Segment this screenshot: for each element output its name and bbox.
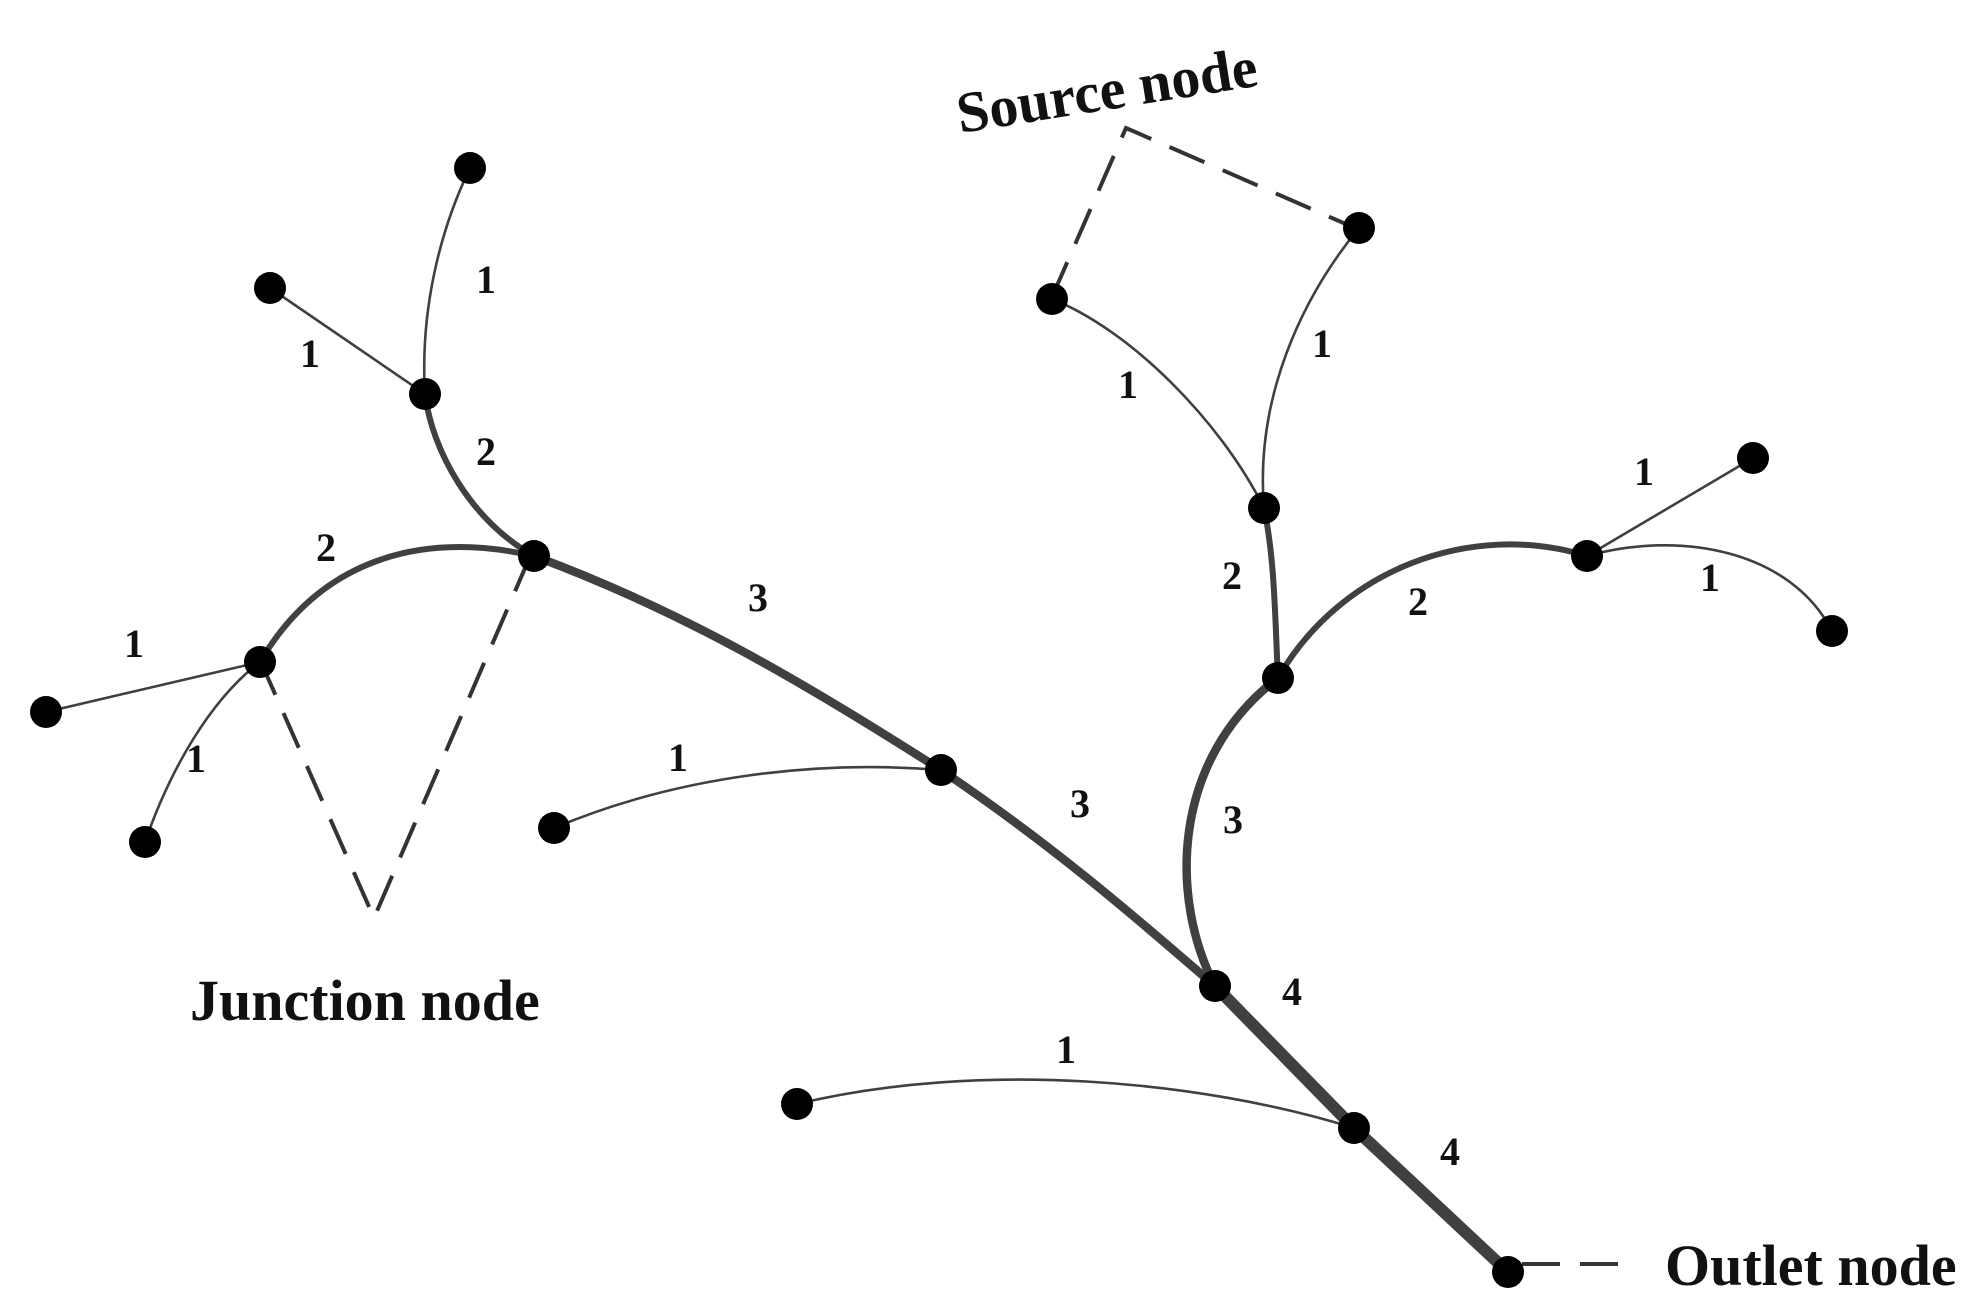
order-label: 1 bbox=[476, 257, 496, 302]
junction-node bbox=[518, 540, 550, 572]
junction-node bbox=[244, 646, 276, 678]
order-label: 1 bbox=[1634, 449, 1654, 494]
stream-segment-order-3 bbox=[936, 765, 1220, 991]
stream-segment-order-1 bbox=[268, 286, 427, 396]
source-node bbox=[1816, 615, 1848, 647]
stream-segments bbox=[44, 166, 1834, 1278]
source-leader bbox=[1050, 125, 1356, 298]
order-label: 3 bbox=[1223, 797, 1243, 842]
source-node bbox=[129, 826, 161, 858]
order-label: 3 bbox=[748, 575, 768, 620]
order-labels: 1 1 2 1 1 2 3 1 3 1 1 2 1 1 2 3 4 1 4 bbox=[124, 257, 1720, 1174]
stream-segment-order-1 bbox=[1050, 297, 1266, 510]
source-node bbox=[1737, 442, 1769, 474]
stream-segment-order-3 bbox=[529, 551, 946, 775]
source-node bbox=[254, 272, 286, 304]
junction-node bbox=[1338, 1112, 1370, 1144]
stream-segment-order-2 bbox=[422, 391, 537, 559]
order-label: 1 bbox=[186, 736, 206, 781]
order-label: 1 bbox=[1700, 555, 1720, 600]
order-label: 4 bbox=[1440, 1129, 1460, 1174]
stream-segment-order-1 bbox=[1585, 544, 1834, 633]
order-label: 1 bbox=[1312, 321, 1332, 366]
stream-segment-order-4 bbox=[1348, 1122, 1514, 1278]
order-label: 2 bbox=[316, 525, 336, 570]
junction-node bbox=[1571, 540, 1603, 572]
order-label: 1 bbox=[668, 735, 688, 780]
stream-segment-order-4 bbox=[1209, 980, 1360, 1134]
outlet-node-label: Outlet node bbox=[1665, 1233, 1957, 1298]
source-node-label: Source node bbox=[952, 34, 1262, 146]
order-label: 2 bbox=[476, 429, 496, 474]
stream-nodes bbox=[30, 152, 1848, 1288]
junction-node bbox=[409, 378, 441, 410]
stream-segment-order-2 bbox=[1261, 505, 1281, 681]
junction-node bbox=[1343, 212, 1375, 244]
callout-labels: Source node Junction node Outlet node bbox=[190, 34, 1957, 1298]
stream-segment-order-1 bbox=[422, 166, 472, 396]
order-label: 1 bbox=[1118, 362, 1138, 407]
source-node bbox=[538, 812, 570, 844]
order-label: 1 bbox=[124, 621, 144, 666]
stream-segment-order-1 bbox=[143, 660, 262, 844]
order-label: 2 bbox=[1408, 579, 1428, 624]
order-label: 2 bbox=[1222, 553, 1242, 598]
junction-leader bbox=[258, 551, 534, 923]
source-node bbox=[30, 696, 62, 728]
stream-segment-order-1 bbox=[552, 765, 943, 830]
stream-segment-order-1 bbox=[795, 1078, 1356, 1130]
junction-node bbox=[1199, 970, 1231, 1002]
outlet-node bbox=[1492, 1256, 1524, 1288]
order-label: 3 bbox=[1070, 781, 1090, 826]
junction-node-label: Junction node bbox=[190, 968, 540, 1033]
source-node bbox=[1262, 662, 1294, 694]
source-node bbox=[1036, 283, 1068, 315]
stream-segment-order-1 bbox=[1261, 226, 1361, 510]
junction-node bbox=[925, 754, 957, 786]
order-label: 4 bbox=[1282, 969, 1302, 1014]
callout-leaders bbox=[258, 125, 1625, 1266]
order-label: 1 bbox=[300, 331, 320, 376]
order-label: 1 bbox=[1056, 1027, 1076, 1072]
stream-segment-order-3 bbox=[1182, 673, 1283, 991]
stream-segment-order-2 bbox=[257, 544, 537, 665]
stream-segment-order-2 bbox=[1275, 541, 1590, 681]
junction-node bbox=[1248, 492, 1280, 524]
stream-segment-order-1 bbox=[1585, 456, 1755, 558]
source-node bbox=[781, 1088, 813, 1120]
source-node bbox=[454, 152, 486, 184]
stream-segment-order-1 bbox=[44, 660, 262, 714]
